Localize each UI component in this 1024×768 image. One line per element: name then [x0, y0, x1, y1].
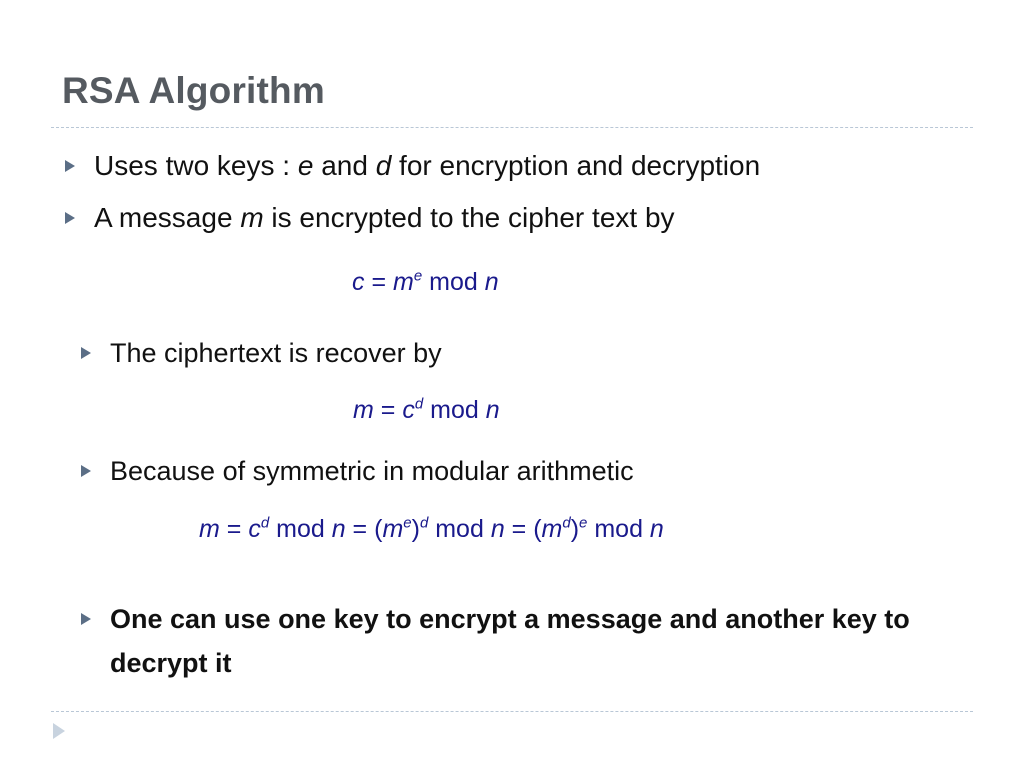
- bullet-text: One can use one key to encrypt a message…: [110, 604, 910, 678]
- bullet-arrow-icon: [80, 333, 96, 373]
- title-divider: [51, 127, 973, 128]
- slide-title: RSA Algorithm: [62, 70, 325, 111]
- bullet-text: Because of symmetric in modular arithmet…: [110, 456, 634, 486]
- bullet-arrow-icon: [80, 451, 96, 491]
- footer-divider: [51, 711, 973, 712]
- symmetric-formula: m = cd mod n = (me)d mod n = (md)e mod n: [199, 514, 664, 543]
- decryption-formula: m = cd mod n: [353, 395, 500, 424]
- bullet-item: Because of symmetric in modular arithmet…: [80, 451, 634, 491]
- triangle-right-icon[interactable]: [52, 722, 66, 740]
- bullet-item: Uses two keys : e and d for encryption a…: [64, 146, 760, 186]
- encryption-formula: c = me mod n: [352, 267, 499, 296]
- bullet-arrow-icon: [80, 597, 96, 641]
- bullet-arrow-icon: [64, 146, 80, 186]
- bullet-text: A message m is encrypted to the cipher t…: [94, 202, 675, 233]
- bullet-item: A message m is encrypted to the cipher t…: [64, 198, 675, 238]
- bullet-text: Uses two keys : e and d for encryption a…: [94, 150, 761, 181]
- bullet-item: One can use one key to encrypt a message…: [80, 597, 970, 685]
- bullet-text: The ciphertext is recover by: [110, 338, 442, 368]
- bullet-arrow-icon: [64, 198, 80, 238]
- bullet-item: The ciphertext is recover by: [80, 333, 442, 373]
